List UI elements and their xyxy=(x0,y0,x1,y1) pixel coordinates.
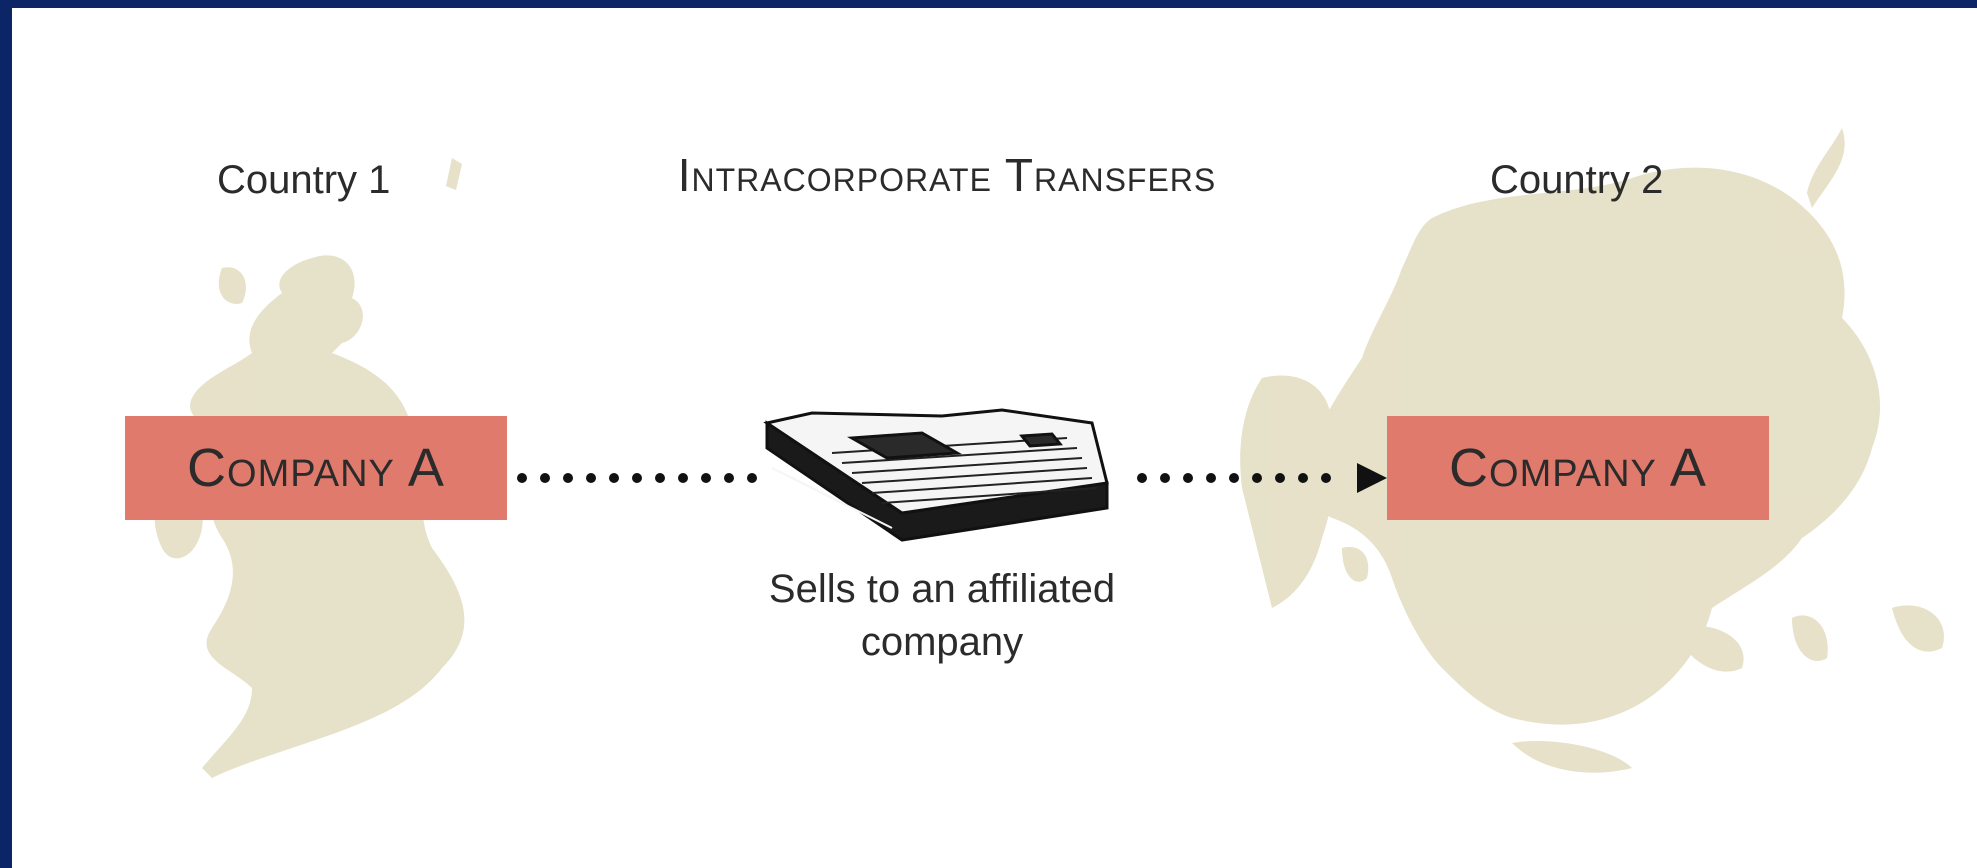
flow-dot xyxy=(1160,473,1170,483)
company-a-right-label: Company A xyxy=(1449,438,1707,498)
country-1-label: Country 1 xyxy=(217,158,391,202)
flow-dot xyxy=(724,473,734,483)
flow-dot xyxy=(678,473,688,483)
diagram-frame: Country 1 Country 2 Intracorporate Trans… xyxy=(12,8,1977,868)
flow-dot xyxy=(1321,473,1331,483)
flow-dot xyxy=(517,473,527,483)
flow-dot xyxy=(1298,473,1308,483)
caption-line-2: company xyxy=(860,620,1024,664)
flow-dot xyxy=(1229,473,1239,483)
country-2-label: Country 2 xyxy=(1490,158,1664,202)
flow-dot xyxy=(1252,473,1262,483)
company-a-right-box: Company A xyxy=(1387,416,1769,520)
flow-dot xyxy=(1206,473,1216,483)
flow-dot xyxy=(586,473,596,483)
flow-dot xyxy=(1183,473,1193,483)
flow-right-dots xyxy=(1137,473,1331,483)
flow-dot xyxy=(655,473,665,483)
flow-dot xyxy=(632,473,642,483)
flow-caption: Sells to an affiliated company xyxy=(652,563,1232,669)
diagram-title: Intracorporate Transfers xyxy=(677,149,1217,201)
flow-left-dots xyxy=(517,473,757,483)
flow-arrow-icon xyxy=(1357,463,1387,493)
flow-dot xyxy=(1275,473,1285,483)
flow-dot xyxy=(609,473,619,483)
flow-dot xyxy=(1137,473,1147,483)
company-a-left-box: Company A xyxy=(125,416,507,520)
company-a-left-label: Company A xyxy=(187,438,445,498)
caption-line-1: Sells to an affiliated xyxy=(768,567,1116,611)
goods-package-icon xyxy=(763,408,1109,542)
flow-dot xyxy=(747,473,757,483)
flow-dot xyxy=(540,473,550,483)
flow-dot xyxy=(563,473,573,483)
flow-dot xyxy=(701,473,711,483)
